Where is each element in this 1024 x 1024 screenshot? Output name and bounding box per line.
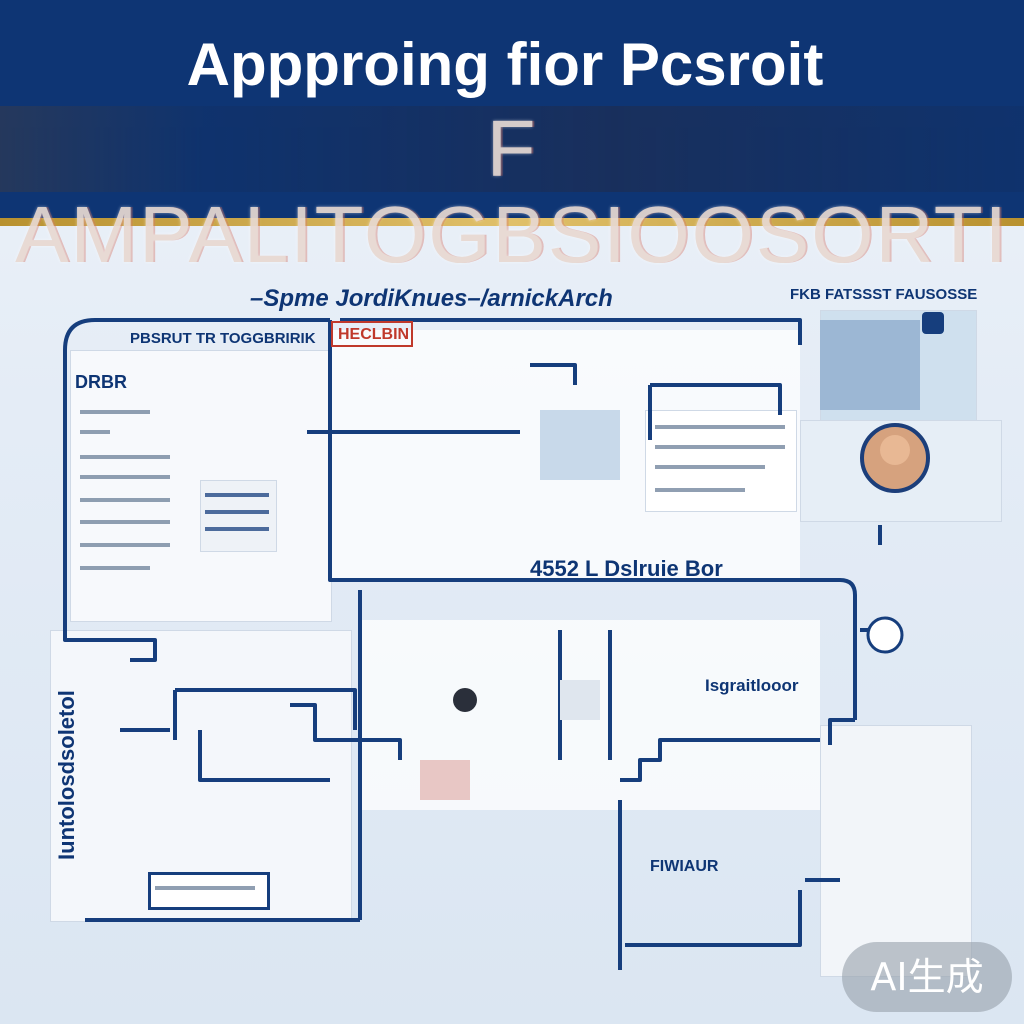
page-subtitle: F AMPALITOGBSIOOSORTI — [0, 106, 1024, 278]
illustration-block — [420, 760, 470, 800]
doc-text-line — [80, 410, 150, 414]
note-text-line — [655, 488, 745, 492]
doc-text-line — [80, 430, 110, 434]
info-icon — [922, 312, 944, 334]
doc-text-line — [80, 520, 170, 524]
avatar-face — [880, 435, 910, 465]
vertical-side-label: Iuntolosdsoletol — [54, 690, 79, 860]
connector-line — [63, 625, 157, 662]
header-gold-stripe — [0, 218, 1024, 226]
form-text-line — [205, 493, 269, 497]
left-doc-heading: DRBR — [75, 372, 127, 392]
illustration-block — [820, 320, 920, 410]
red-tag-label: HECLBIN — [338, 326, 410, 343]
top-right-label: FKB FATSSST FAUSOSSE — [790, 286, 978, 303]
connector-line — [828, 718, 855, 745]
red-highlight-box — [331, 321, 413, 347]
middle-label: 4552 L Dslruie Bor — [530, 556, 723, 581]
bottom-left-caption-box — [148, 872, 270, 910]
doc-text-line — [80, 455, 170, 459]
left-panel-label: PBSRUT TR TOGGBRIRIK — [130, 330, 316, 347]
illustration-block — [560, 680, 600, 720]
connector-line — [63, 318, 330, 625]
connector-line — [620, 738, 820, 782]
connector-line — [290, 703, 402, 760]
note-text-line — [655, 425, 785, 429]
illustration-block — [540, 410, 620, 480]
doc-text-line — [80, 543, 170, 547]
doc-text-line — [80, 566, 150, 570]
bottom-mid-label: FIWIAUR — [650, 858, 719, 875]
connector-line — [198, 730, 330, 782]
connector-line — [530, 363, 577, 385]
doc-text-line — [80, 498, 170, 502]
form-text-line — [205, 527, 269, 531]
connector-line — [328, 320, 857, 720]
connector-line — [340, 318, 802, 345]
connector-line — [625, 890, 802, 947]
connector-line — [175, 688, 357, 730]
ai-generated-badge: AI生成 — [842, 942, 1012, 1012]
form-text-line — [205, 510, 269, 514]
left-form-panel — [200, 480, 277, 552]
top-banner-label: –Spme JordiKnues–/arnickArch — [250, 285, 613, 312]
doc-text-line — [80, 475, 170, 479]
right-mid-label: Isgraitlooor — [705, 676, 799, 695]
page-title: Appproing fior Pcsroit — [186, 31, 824, 98]
node-circle — [453, 688, 477, 712]
caption-text-line — [155, 886, 255, 890]
node-circle — [866, 616, 904, 654]
connector-line — [650, 383, 782, 415]
note-text-line — [655, 465, 765, 469]
right-lower-panel — [820, 725, 972, 977]
note-text-line — [655, 445, 785, 449]
